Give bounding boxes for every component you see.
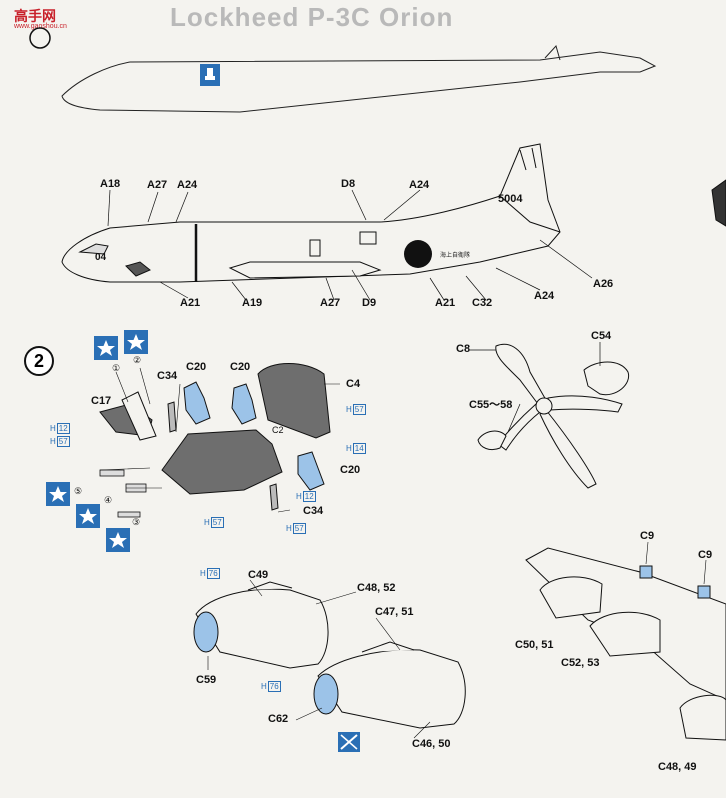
cockpit-floor: [99, 363, 331, 495]
callout-c20-a: C20: [186, 361, 207, 373]
engine-leaders: [207, 579, 431, 739]
fuselage-outline-guide: [61, 45, 657, 113]
callout-c8: C8: [456, 343, 471, 355]
callout-c2: C2: [272, 425, 284, 435]
callout-leaders: [107, 189, 593, 301]
ref-1: ①: [112, 363, 121, 373]
page-title: Lockheed P-3C Orion: [170, 2, 454, 32]
callout-a24-top-2: A24: [409, 179, 430, 191]
callout-c4: C4: [346, 378, 361, 390]
wing-leaders: [645, 541, 707, 585]
star-glyphs: [49, 334, 145, 548]
callout-c46-50: C46, 50: [412, 738, 451, 750]
ref-2: ②: [133, 355, 142, 365]
callout-c49: C49: [248, 569, 269, 581]
callout-c48-49: C48, 49: [658, 761, 697, 773]
stick-parts: [167, 401, 279, 511]
ref-5: ⑤: [74, 486, 83, 496]
tail-number: 5004: [498, 193, 523, 205]
ref-3: ③: [132, 517, 141, 527]
callout-c20-b: C20: [230, 361, 251, 373]
callout-c55-58: C55～58: [469, 399, 513, 411]
callout-a27-bottom: A27: [320, 297, 341, 309]
callout-c20-c: C20: [340, 464, 361, 476]
callout-c17: C17: [91, 395, 112, 407]
callout-c47-51: C47, 51: [375, 606, 414, 618]
callout-c34-top: C34: [157, 370, 178, 382]
step-2-marker: 2: [24, 346, 54, 376]
nose-number: 04: [95, 252, 107, 263]
callout-a19: A19: [242, 297, 263, 309]
ref-4: ④: [104, 495, 113, 505]
callout-c48-52: C48, 52: [357, 582, 396, 594]
no-glue-icon: [338, 732, 360, 752]
propeller-leaders: [470, 342, 601, 433]
propeller-assembly: [477, 343, 630, 489]
callout-c52-53: C52, 53: [561, 657, 600, 669]
site-logo: 高手网: [14, 8, 56, 24]
callout-a18: A18: [100, 178, 121, 190]
callout-a24-top: A24: [177, 179, 198, 191]
callout-a27-top: A27: [147, 179, 168, 191]
callout-a21-left: A21: [180, 297, 201, 309]
interior-leaders: [99, 367, 340, 513]
callout-c59: C59: [196, 674, 217, 686]
callout-c62: C62: [268, 713, 289, 725]
callout-d9: D9: [362, 297, 377, 309]
callout-c54: C54: [591, 330, 612, 342]
callout-a26: A26: [593, 278, 614, 290]
hinomaru-roundel: [404, 240, 432, 268]
step-1-marker: [29, 27, 51, 49]
callout-c34-bottom: C34: [303, 505, 324, 517]
callout-a24-bottom: A24: [534, 290, 555, 302]
callout-c9-b: C9: [698, 549, 713, 561]
callout-d8: D8: [341, 178, 356, 190]
aircraft-side-view: [61, 143, 561, 283]
callout-c9-a: C9: [640, 530, 655, 542]
callout-c50-51: C50, 51: [515, 639, 554, 651]
engine-nacelle-rear: [313, 641, 466, 729]
site-url: www.gaoshou.cn: [14, 23, 67, 30]
seats: [183, 381, 325, 491]
paint-instruction-icon: [200, 64, 220, 86]
callout-c32: C32: [472, 297, 493, 309]
wing-underside-view: [525, 179, 726, 741]
callout-a21-right: A21: [435, 297, 456, 309]
jmsdf-text: 海上自衛隊: [440, 252, 471, 259]
